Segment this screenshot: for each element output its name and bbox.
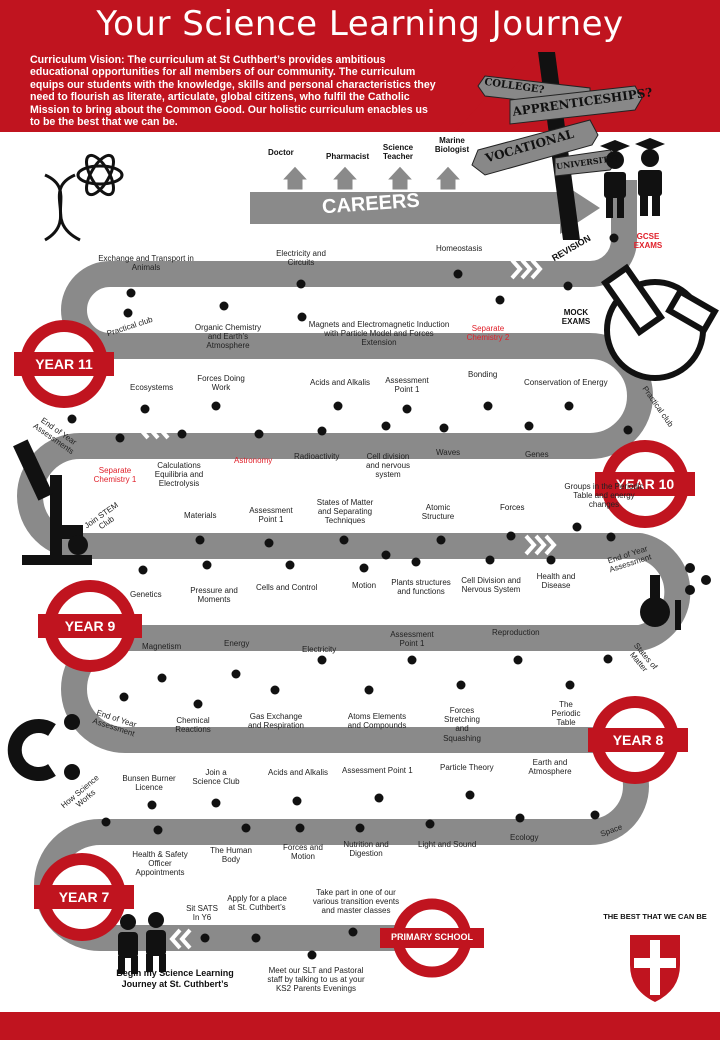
year-9-label: YEAR 9 (64, 618, 116, 634)
assessment-point-1-y11: Assessment Point 1 (385, 376, 429, 395)
nutrition-digestion: Nutrition and Digestion (343, 840, 389, 859)
groups-periodic-table: Groups in the Periodic Table and energy … (564, 482, 644, 510)
health-disease: Health and Disease (536, 572, 576, 591)
flask-icon (600, 263, 719, 381)
year-10-roundel (595, 440, 695, 528)
electricity-circuits: Electricity and Circuits (276, 249, 326, 268)
magnetism: Magnetism (142, 642, 182, 651)
school-crest (613, 920, 697, 1004)
footer-bar (0, 1012, 720, 1040)
chemical-reactions: Chemical Reactions (175, 716, 211, 735)
homeostasis: Homeostasis (436, 244, 483, 253)
genetics: Genetics (130, 590, 162, 599)
year-10-label: YEAR 10 (615, 476, 675, 492)
ecology: Ecology (510, 833, 539, 842)
electricity-y9: Electricity (302, 645, 337, 654)
separate-chemistry-2: Separate Chemistry 2 (466, 324, 510, 343)
career-doctor: Doctor (268, 148, 294, 157)
cell-division-ns: Cell Division and Nervous System (461, 576, 521, 595)
curriculum-vision: Curriculum Vision: The curriculum at St … (30, 54, 436, 129)
assessment-point-1-y9: Assessment Point 1 (390, 630, 434, 649)
careers-signpost (471, 52, 643, 240)
earth-atmosphere: Earth and Atmosphere (528, 758, 572, 777)
year-7-roundel (34, 853, 134, 941)
conservation-energy: Conservation of Energy (524, 378, 608, 387)
light-sound: Light and Sound (418, 840, 477, 849)
career-marine-biologist: Marine Biologist (434, 136, 470, 154)
magnet-icon (7, 714, 80, 781)
year-7-label: YEAR 7 (58, 889, 110, 905)
atoms-elements: Atoms Elements and Compounds (347, 712, 407, 731)
pressure-moments: Pressure and Moments (190, 586, 238, 605)
cells-control: Cells and Control (256, 583, 318, 592)
year-11-label: YEAR 11 (35, 356, 93, 372)
careers-arrow (250, 182, 600, 234)
ecosystems: Ecosystems (130, 383, 174, 392)
forces-y10: Forces (500, 503, 525, 512)
forces-stretching: Forces Stretching and Squashing (443, 706, 481, 743)
forces-motion: Forces and Motion (282, 843, 324, 862)
forces-doing-work: Forces Doing Work (197, 374, 245, 393)
states-of-matter-y10: States of Matter and Separating Techniqu… (316, 498, 374, 526)
exchange-transport: Exchange and Transport in Animals (98, 254, 194, 273)
materials: Materials (184, 511, 217, 520)
assessment-point-1-y8: Assessment Point 1 (342, 766, 413, 775)
career-pharmacist: Pharmacist (326, 152, 370, 161)
sit-sats: Sit SATS In Y6 (186, 904, 218, 923)
join-science-club: Join a Science Club (192, 768, 240, 787)
career-arrows (280, 165, 463, 191)
career-science-teacher: Science Teacher (382, 143, 414, 161)
calculations-equilibria: Calculations Equilibria and Electrolysis (154, 461, 204, 489)
road-chevrons (137, 258, 557, 950)
milestone-dots (67, 233, 633, 960)
periodic-table: The Periodic Table (551, 700, 581, 728)
astronomy: Astronomy (234, 456, 273, 465)
apply-for-place: Apply for a place at St. Cuthbert’s (227, 894, 287, 913)
plants-structures: Plants structures and functions (391, 578, 451, 597)
graduates-icon (600, 138, 665, 218)
year-8-label: YEAR 8 (612, 732, 664, 748)
gas-exchange: Gas Exchange and Respiration (247, 712, 305, 731)
year-11-roundel (14, 320, 114, 408)
gcse-exams: GCSE EXAMS (633, 232, 663, 251)
magnets-induction: Magnets and Electromagnetic Induction wi… (308, 320, 450, 348)
waves: Waves (436, 448, 461, 457)
microscope-icon (13, 439, 92, 565)
mock-exams: MOCK EXAMS (561, 308, 591, 327)
begin-journey: Begin my Science Learning Journey at St.… (116, 968, 234, 989)
health-safety-officer: Health & Safety Officer Appointments (132, 850, 188, 878)
meet-slt: Meet our SLT and Pastoral staff by talki… (267, 966, 365, 994)
dna-atom-icon (44, 153, 124, 242)
cell-division-y11: Cell division and nervous system (365, 452, 411, 480)
transition-events: Take part in one of our various transiti… (312, 888, 400, 916)
year-9-roundel (38, 580, 142, 672)
radioactivity: Radioactivity (294, 452, 340, 461)
assessment-point-1-y10: Assessment Point 1 (249, 506, 293, 525)
school-motto: THE BEST THAT WE CAN BE (603, 912, 707, 921)
chemistry-set-icon (640, 563, 711, 630)
primary-school-roundel (380, 898, 484, 978)
year-8-roundel (588, 696, 688, 784)
students-icon (118, 912, 166, 974)
energy: Energy (224, 639, 250, 648)
separate-chemistry-1: Separate Chemistry 1 (93, 466, 137, 485)
organic-chemistry: Organic Chemistry and Earth’s Atmosphere (194, 323, 262, 351)
atomic-structure: Atomic Structure (421, 503, 455, 522)
acids-alkalis-y8: Acids and Alkalis (268, 768, 329, 777)
primary-school-label: PRIMARY SCHOOL (390, 932, 473, 942)
bonding: Bonding (468, 370, 498, 379)
human-body: The Human Body (210, 846, 252, 865)
particle-theory: Particle Theory (440, 763, 494, 772)
acids-alkalis-y11: Acids and Alkalis (310, 378, 371, 387)
motion: Motion (352, 581, 377, 590)
page-title: Your Science Learning Journey (96, 4, 624, 44)
reproduction: Reproduction (492, 628, 540, 637)
bunsen-burner-licence: Bunsen Burner Licence (122, 774, 176, 793)
genes: Genes (525, 450, 549, 459)
